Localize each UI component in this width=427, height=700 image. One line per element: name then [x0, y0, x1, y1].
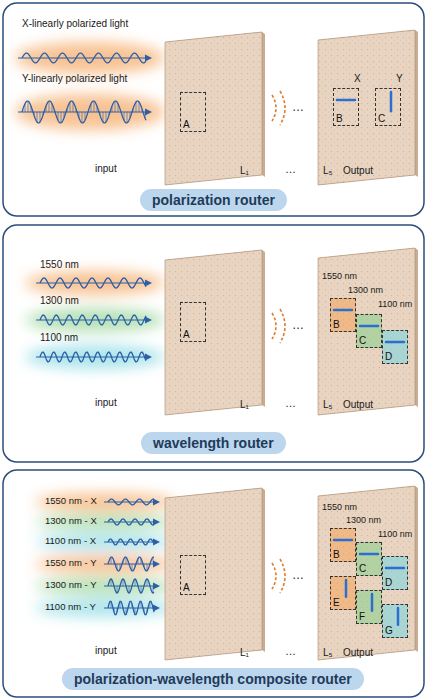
output-region: B [333, 88, 359, 126]
light-wave [18, 101, 152, 123]
router-title: polarization router [152, 192, 275, 208]
output-region: A [180, 92, 206, 132]
light-wave [104, 519, 160, 526]
region-letter: A [183, 583, 190, 593]
annotation-label: … [285, 397, 296, 409]
output-region: A [180, 555, 206, 595]
light-wave [104, 601, 160, 614]
diffractive-layer [165, 30, 418, 660]
annotation-label: 1550 nm [322, 272, 357, 282]
region-letter: C [359, 336, 366, 346]
region-letter: C [359, 564, 366, 574]
light-wave [18, 53, 160, 615]
region-letter: B [336, 114, 343, 124]
annotation-label: Output [343, 399, 373, 410]
annotation-label: Output [343, 165, 373, 176]
light-wave [104, 499, 160, 506]
region-letter: D [385, 352, 392, 362]
region-letter: G [385, 626, 393, 636]
annotation-label: L₁ [240, 399, 249, 410]
annotation-label: 1300 nm [346, 516, 381, 526]
output-region: B [330, 298, 356, 332]
annotation-label: Y [396, 73, 403, 84]
annotation-label: 1300 nm - X [45, 516, 97, 526]
light-wave [104, 539, 160, 546]
annotation-label: L₁ [240, 647, 249, 658]
output-region: G [382, 604, 408, 638]
annotation-label: … [292, 569, 304, 582]
output-region: B [330, 528, 356, 562]
annotation-label: 1100 nm [378, 530, 412, 540]
annotation-label: X [354, 73, 361, 84]
region-letter: C [378, 114, 385, 124]
region-letter: A [183, 120, 190, 130]
annotation-label: Output [343, 647, 373, 658]
title-band: polarization router [140, 189, 287, 211]
light-wave [36, 278, 152, 288]
router-title: wavelength router [153, 435, 274, 451]
region-letter: B [333, 550, 340, 560]
annotation-label: 1300 nm [40, 295, 79, 306]
annotation-label: … [292, 101, 304, 114]
output-region: E [330, 576, 356, 610]
annotation-label: 1300 nm [348, 286, 383, 296]
annotation-label: input [95, 397, 117, 408]
panel [3, 225, 424, 462]
annotation-label: input [95, 645, 117, 656]
annotation-label: 1100 nm [378, 300, 412, 310]
output-region: C [356, 314, 382, 348]
light-wave [18, 53, 152, 63]
annotation-label: L₅ [323, 647, 333, 658]
output-region: A [180, 302, 206, 342]
annotation-label: input [95, 163, 117, 174]
light-wave [104, 579, 160, 593]
annotation-label: 1550 nm [322, 503, 357, 513]
output-region: D [382, 330, 408, 364]
panel [3, 3, 424, 216]
annotation-label: 1300 nm - Y [45, 580, 97, 590]
title-band: polarization-wavelength composite router [62, 668, 364, 690]
annotation-label: 1550 nm [40, 259, 79, 270]
annotation-label: 1550 nm - Y [45, 558, 97, 568]
region-letter: D [385, 578, 392, 588]
panel [3, 470, 424, 697]
annotation-label: X-linearly polarized light [22, 18, 128, 29]
region-letter: A [183, 330, 190, 340]
light-wave [104, 557, 160, 571]
annotation-label: … [285, 163, 296, 175]
output-region: D [382, 556, 408, 590]
light-wave [36, 315, 152, 325]
annotation-label: L₅ [323, 165, 333, 176]
propagation-arc [272, 91, 285, 593]
light-glow [15, 42, 175, 617]
annotation-label: 1100 nm - Y [45, 602, 96, 612]
annotation-label: 1100 nm [40, 332, 78, 343]
annotation-label: … [292, 319, 304, 332]
region-letter: E [333, 598, 340, 608]
output-region: C [375, 88, 401, 126]
router-title: polarization-wavelength composite router [74, 671, 352, 687]
annotation-label: L₅ [323, 399, 333, 410]
title-band: wavelength router [141, 432, 286, 454]
light-wave [36, 352, 152, 362]
annotation-label: 1100 nm - X [45, 536, 96, 546]
output-region: F [356, 590, 382, 624]
output-region: C [356, 542, 382, 576]
annotation-label: L₁ [240, 165, 249, 176]
annotation-label: 1550 nm - X [45, 496, 97, 506]
annotation-label: Y-linearly polarized light [22, 73, 127, 84]
annotation-label: … [285, 645, 296, 657]
region-letter: B [333, 320, 340, 330]
region-letter: F [359, 612, 365, 622]
